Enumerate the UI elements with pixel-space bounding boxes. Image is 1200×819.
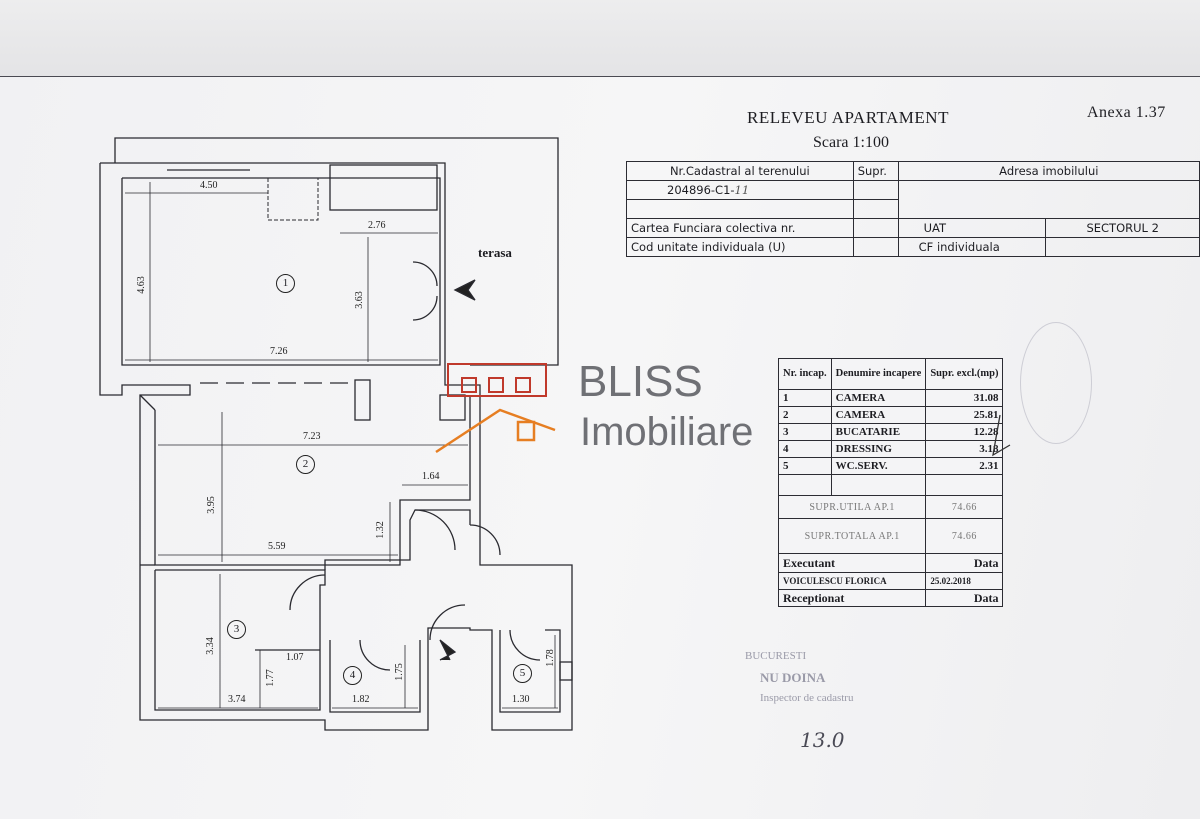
room-1-walls xyxy=(121,177,441,366)
door-arc xyxy=(469,524,501,556)
wall-segment xyxy=(139,394,156,411)
terrace-door xyxy=(412,261,438,321)
room-name: WC.SERV. xyxy=(830,457,927,475)
cadastral-header-table: Nr.Cadastral al terenului Supr. Adresa i… xyxy=(626,161,1200,257)
dim-label: 3.34 xyxy=(204,637,216,655)
receptionat-date-label: Data xyxy=(925,589,1004,607)
door-arc xyxy=(509,629,541,661)
uat-value: SECTORUL 2 xyxy=(1045,218,1200,238)
window xyxy=(559,661,573,681)
room-5-walls xyxy=(499,629,561,713)
dim-label: 1.78 xyxy=(544,649,556,667)
unit-code-label: Cod unitate individuala (U) xyxy=(626,237,854,257)
terrace-planter xyxy=(329,164,438,211)
stamp-role: Inspector de cadastru xyxy=(760,692,854,704)
door-arc xyxy=(289,574,326,611)
room-number: 1 xyxy=(276,274,295,293)
total-area-value: 74.66 xyxy=(925,518,1004,554)
pen-mark xyxy=(992,414,1011,457)
stamp-name: NU DOINA xyxy=(760,670,826,685)
room-number: 3 xyxy=(227,620,246,639)
watermark-sub: Imobiliare xyxy=(580,410,754,454)
cf-individual-label: CF individuala xyxy=(897,237,1047,257)
dim-label: 1.07 xyxy=(286,652,304,663)
dim-label: 1.32 xyxy=(374,521,386,539)
dim-label: 4.63 xyxy=(135,276,147,294)
cadastral-handwritten: 11 xyxy=(734,183,750,197)
cadastral-number: 204896-C1- xyxy=(667,183,735,197)
room-number: 2 xyxy=(296,455,315,474)
outer-wall xyxy=(99,162,573,731)
bliss-logo-icon xyxy=(435,363,556,454)
dim-label: 3.74 xyxy=(228,694,246,705)
annex-number: Anexa 1.37 xyxy=(1087,104,1166,121)
col-nr: Nr. incap. xyxy=(778,358,832,390)
rooms-table: Nr. incap. Denumire incapere Supr. excl.… xyxy=(777,358,1004,607)
dim-label: 3.63 xyxy=(353,291,365,309)
hallway-walls xyxy=(324,509,471,570)
dim-label: 3.95 xyxy=(205,496,217,514)
dim-label: 1.77 xyxy=(264,669,276,687)
brick-column xyxy=(267,177,319,221)
pillar xyxy=(439,394,466,421)
terrace-label: terasa xyxy=(478,245,512,260)
col-name: Denumire incapere xyxy=(830,358,927,390)
round-stamp xyxy=(1020,322,1092,444)
dim-label: 1.75 xyxy=(393,663,405,681)
photo-background xyxy=(0,0,1200,76)
room-2-walls xyxy=(154,395,471,566)
dim-label: 1.64 xyxy=(422,471,440,482)
dim-label: 1.82 xyxy=(352,694,370,705)
receptionat-label: Receptionat xyxy=(777,589,927,607)
useful-area-value: 74.66 xyxy=(925,495,1004,519)
dim-label: 2.76 xyxy=(368,220,386,231)
empty-cell xyxy=(1045,237,1200,257)
dim-label: 7.26 xyxy=(270,346,288,357)
room-name: CAMERA xyxy=(830,406,927,424)
door-arc xyxy=(359,639,391,671)
room-number: 5 xyxy=(513,664,532,683)
room-4-walls xyxy=(329,640,421,713)
door-arc xyxy=(414,509,456,551)
total-area-label: SUPR.TOTALA AP.1 xyxy=(777,518,927,554)
dim-label: 1.30 xyxy=(512,694,530,705)
dim-label: 4.50 xyxy=(200,180,218,191)
watermark-brand: BLISS xyxy=(578,357,703,406)
pillar xyxy=(354,379,371,421)
entrance-door xyxy=(429,604,466,641)
address-value xyxy=(897,180,1200,219)
handwritten-signature-date: 13.0 xyxy=(800,728,845,752)
document-title: RELEVEU APARTAMENT xyxy=(747,108,949,127)
dim-label: 7.23 xyxy=(303,431,321,442)
stamp-city: BUCURESTI xyxy=(745,650,807,662)
room-3-walls xyxy=(154,569,326,711)
cadastral-label: Nr.Cadastral al terenului xyxy=(626,161,854,181)
dim-label: 5.59 xyxy=(268,541,286,552)
room-number: 4 xyxy=(343,666,362,685)
empty-cell xyxy=(852,237,899,257)
terrace-arrow-icon xyxy=(453,279,476,301)
document-scale: Scara 1:100 xyxy=(813,134,889,151)
entrance-arrow-icon xyxy=(439,639,457,661)
dimension-lines xyxy=(125,182,558,709)
useful-area-label: SUPR.UTILA AP.1 xyxy=(777,495,927,519)
